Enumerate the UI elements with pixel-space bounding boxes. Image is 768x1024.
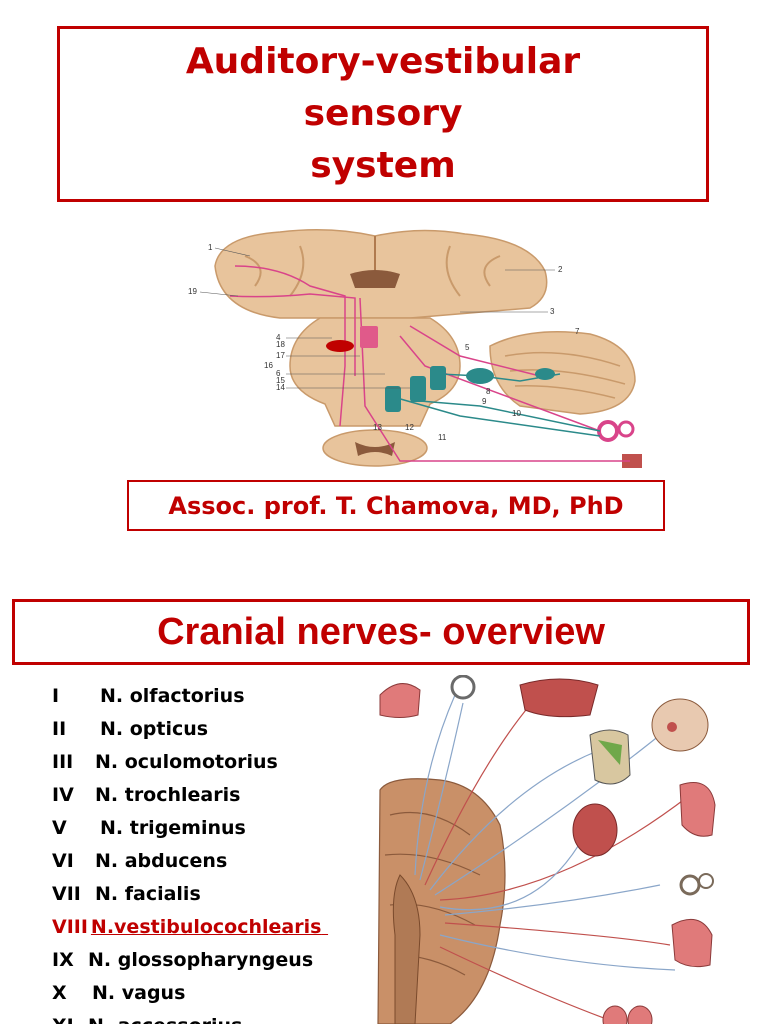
figure-label-7: 7 [575,327,580,336]
list-item: VI N. abducens [52,845,328,878]
figure-label-13: 13 [373,423,382,432]
nerve-number: VII [52,883,81,905]
slide-title: Cranial nerves- overview [157,610,605,653]
cerebellum-section [489,330,636,415]
nerve-name: N. trochlearis [95,784,241,806]
nerve-name: N. oculomotorius [95,751,278,773]
title-line-1: Auditory-vestibular sensory [185,41,581,134]
lungs-icon [602,1005,653,1024]
nerve-name: N. facialis [95,883,201,905]
muscle-icon [622,454,642,468]
figure-label-16: 16 [264,361,273,370]
nerve-number: IX [52,949,74,971]
nose-icon [379,683,421,718]
author-box: Assoc. prof. T. Chamova, MD, PhD [127,480,665,531]
figure-label-11: 11 [438,433,447,442]
head-icon [572,803,618,857]
list-item: X N. vagus [52,977,328,1010]
eye-icon [450,675,476,700]
skull-icon [651,698,709,752]
slide-title-box: Cranial nerves- overview [12,599,750,665]
inner-ear-icon [597,420,635,442]
list-item: I N. olfactorius [52,680,328,713]
figure-label-8: 8 [486,387,491,396]
throat-icon [671,918,713,968]
list-item: XI N. accessorius [52,1010,328,1024]
list-item: II N. opticus [52,713,328,746]
face-profile-icon [679,782,716,837]
nerve-name: N. abducens [95,850,228,872]
nerve-number: IV [52,784,74,806]
author-name: Assoc. prof. T. Chamova, MD, PhD [168,491,624,520]
cranial-nerve-list: I N. olfactorius II N. opticus III N. oculo… [52,680,328,1024]
figure-label-18: 18 [276,340,285,349]
figure-label-15: 15 [276,376,285,385]
nerve-number: II [52,718,67,740]
figure-label-2: 2 [558,265,563,274]
list-item: IX N. glossopharyngeus [52,944,328,977]
nerve-number: V [52,817,67,839]
nerve-number: I [52,685,60,707]
figure-label-12: 12 [405,423,414,432]
nerve-name: N. glossopharyngeus [88,949,314,971]
nerve-name: N.vestibulocochlearis [90,916,322,938]
orbit-icon [519,678,599,718]
nerve-name: N. trigeminus [100,817,246,839]
list-item: IV N. trochlearis [52,779,328,812]
nerve-name: N. vagus [92,982,186,1004]
figure-label-6: 6 [276,369,281,378]
slide-title-box: Auditory-vestibular sensory system [57,26,709,202]
figure-label-19: 19 [188,287,197,296]
title-line-2: system [310,145,456,186]
list-item: III N. oculomotorius [52,746,328,779]
figure-label-3: 3 [550,307,555,316]
slide-1: Auditory-vestibular sensory system [57,26,709,531]
nerve-number: X [52,982,67,1004]
brain-pathway-diagram: 1 2 3 4 5 6 7 8 9 10 11 12 13 14 15 16 1… [188,229,642,468]
figure-label-1: 1 [208,243,213,252]
slide-2: Cranial nerves- overview I N. olfactorius… [0,580,768,1024]
figure-label-4: 4 [276,333,281,342]
figure-label-17: 17 [276,351,285,360]
nerve-name: N. accessorius [88,1015,242,1024]
nerve-name: N. opticus [100,718,209,740]
figure-label-10: 10 [512,409,521,418]
nerve-number: VIII [52,916,88,938]
nerve-number: XI [52,1010,80,1024]
nerve-name: N. olfactorius [100,685,245,707]
figure-label-14: 14 [276,383,285,392]
list-item: VII N. facialis [52,878,328,911]
figure-label-9: 9 [482,397,487,406]
nerve-number: VI [52,850,74,872]
ear-icon [679,873,714,896]
figure-label-5: 5 [465,343,470,352]
slide-title: Auditory-vestibular sensory system [103,36,663,192]
list-item: V N. trigeminus [52,812,328,845]
nerve-number: III [52,751,74,773]
face-icon [589,729,631,785]
cranial-nerves-illustration [377,675,716,1024]
